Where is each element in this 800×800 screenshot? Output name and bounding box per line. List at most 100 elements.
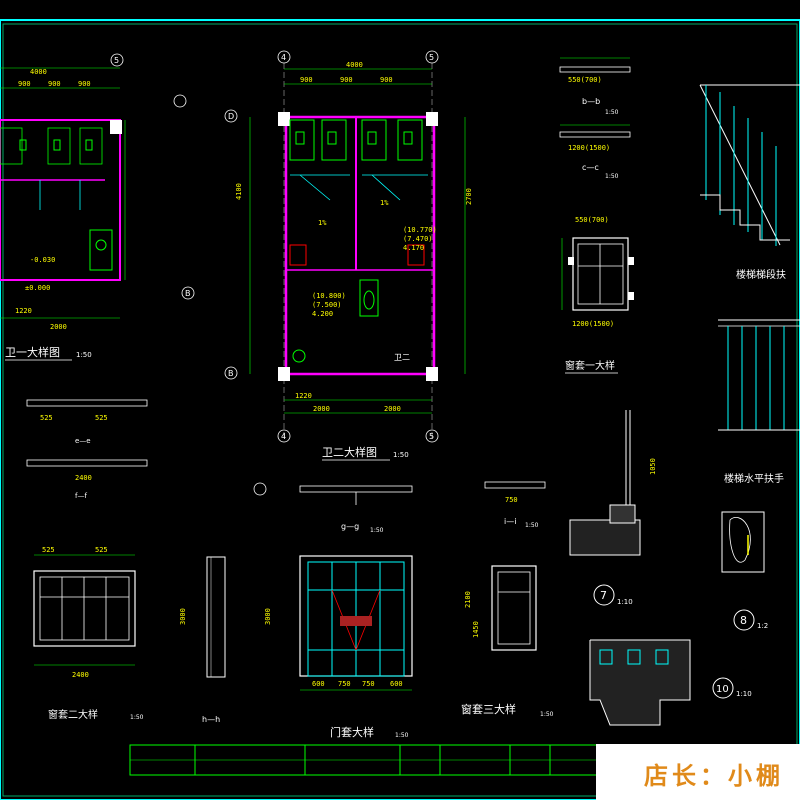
window-detail-2: 525 525 2400 窗套二大样 1:50 <box>33 546 144 721</box>
svg-text:900: 900 <box>18 80 31 88</box>
section-hh: 3000 h—h <box>179 556 226 724</box>
svg-text:(10.800): (10.800) <box>312 292 346 300</box>
svg-text:550(700): 550(700) <box>575 216 609 224</box>
detail-10: 10 1:10 <box>589 639 752 726</box>
section-ff: 2400 f—f <box>26 459 148 500</box>
svg-text:600: 600 <box>312 680 325 688</box>
svg-text:1:50: 1:50 <box>540 711 554 718</box>
svg-text:1:50: 1:50 <box>370 527 384 534</box>
svg-text:2400: 2400 <box>75 474 92 482</box>
svg-text:2400: 2400 <box>72 671 89 679</box>
svg-text:1:50: 1:50 <box>605 173 619 180</box>
svg-text:4.170: 4.170 <box>403 244 424 252</box>
window-detail-1: 550(700) 1200(1500) 窗套一大样 <box>561 216 634 374</box>
svg-text:i—i: i—i <box>504 517 516 526</box>
stair-rail-title: 楼梯梯段扶 <box>736 268 786 281</box>
svg-text:B: B <box>228 369 234 378</box>
svg-text:1200(1500): 1200(1500) <box>568 144 610 152</box>
wc1-title: 卫一大样图 <box>5 345 60 359</box>
svg-text:c—c: c—c <box>582 163 599 172</box>
section-bb: 550(700) b—b 1:50 <box>559 57 631 116</box>
detail-7: 1050 7 1:10 <box>569 410 657 606</box>
svg-text:5: 5 <box>114 56 119 65</box>
horizontal-handrail-detail: 楼梯水平扶手 <box>718 319 800 485</box>
svg-text:(7.470): (7.470) <box>403 235 433 243</box>
svg-text:900: 900 <box>48 80 61 88</box>
svg-text:525: 525 <box>42 546 55 554</box>
window2-title: 窗套二大样 <box>48 708 98 721</box>
svg-text:卫二: 卫二 <box>394 353 410 362</box>
wc2-plan: 4 5 4000 900 900 900 1% 1% (10.770) <box>224 50 473 461</box>
svg-text:1:50: 1:50 <box>130 714 144 721</box>
svg-text:f—f: f—f <box>75 492 87 500</box>
svg-text:750: 750 <box>505 496 518 504</box>
svg-text:1:50: 1:50 <box>605 109 619 116</box>
stair-rail-detail: 楼梯梯段扶 <box>699 84 800 281</box>
svg-text:1:10: 1:10 <box>617 598 633 606</box>
shopkeeper-text: 店长：小棚 <box>644 762 784 790</box>
svg-text:1%: 1% <box>318 219 327 227</box>
section-cc: 1200(1500) c—c 1:50 <box>559 124 631 180</box>
svg-text:7: 7 <box>600 589 607 602</box>
section-ee: 525 525 e—e <box>26 399 148 445</box>
svg-text:1450: 1450 <box>472 621 480 638</box>
svg-text:1%: 1% <box>380 199 389 207</box>
svg-text:5: 5 <box>429 53 434 62</box>
inner-frame <box>2 23 798 797</box>
svg-text:1200(1500): 1200(1500) <box>572 320 614 328</box>
svg-text:1:50: 1:50 <box>525 522 539 529</box>
svg-text:1:50: 1:50 <box>76 351 92 359</box>
svg-text:1:50: 1:50 <box>393 451 409 459</box>
svg-text:4000: 4000 <box>346 61 363 69</box>
wc2-title: 卫二大样图 <box>322 445 377 459</box>
svg-text:B: B <box>185 289 191 298</box>
svg-text:(7.500): (7.500) <box>312 301 342 309</box>
window1-title: 窗套一大样 <box>565 359 615 372</box>
svg-text:2000: 2000 <box>313 405 330 413</box>
svg-text:900: 900 <box>300 76 313 84</box>
section-gg: g—g 1:50 <box>253 482 413 534</box>
svg-text:(10.770): (10.770) <box>403 226 437 234</box>
window3-title: 窗套三大样 <box>461 702 516 716</box>
svg-text:2000: 2000 <box>384 405 401 413</box>
handrail-title: 楼梯水平扶手 <box>724 472 784 485</box>
svg-text:3000: 3000 <box>264 608 272 625</box>
svg-text:2100: 2100 <box>464 591 472 608</box>
svg-text:1:2: 1:2 <box>757 622 768 630</box>
svg-text:2000: 2000 <box>50 323 67 331</box>
section-ii: 750 i—i 1:50 <box>484 481 546 529</box>
door-title: 门套大样 <box>330 725 374 739</box>
svg-text:h—h: h—h <box>202 715 220 724</box>
detail-8: 8 1:2 <box>721 511 768 631</box>
drawing-frame <box>0 19 800 800</box>
svg-text:750: 750 <box>362 680 375 688</box>
title-block <box>129 744 800 776</box>
shopkeeper-watermark: 店长：小棚 <box>596 744 800 800</box>
svg-text:g—g: g—g <box>341 522 359 531</box>
svg-text:1050: 1050 <box>649 458 657 475</box>
svg-text:4.200: 4.200 <box>312 310 333 318</box>
svg-text:-0.030: -0.030 <box>30 256 55 264</box>
window-detail-3: 2100 1450 窗套三大样 1:50 <box>461 565 554 718</box>
svg-text:525: 525 <box>95 414 108 422</box>
door-detail: 600 750 750 600 3000 门套大样 1:50 <box>264 555 413 739</box>
svg-text:4100: 4100 <box>235 183 243 200</box>
svg-text:8: 8 <box>740 614 747 627</box>
svg-text:5: 5 <box>429 432 434 441</box>
svg-text:600: 600 <box>390 680 403 688</box>
svg-text:525: 525 <box>95 546 108 554</box>
svg-text:1:50: 1:50 <box>395 732 409 739</box>
svg-text:4000: 4000 <box>30 68 47 76</box>
svg-text:D: D <box>228 112 234 121</box>
svg-text:10: 10 <box>716 684 729 695</box>
wc1-plan: 4000 900 900 900 5 -0.030 ±0.000 1220 20… <box>0 53 195 361</box>
svg-text:3000: 3000 <box>179 608 187 625</box>
svg-text:b—b: b—b <box>582 97 600 106</box>
svg-text:900: 900 <box>78 80 91 88</box>
svg-text:4: 4 <box>281 432 286 441</box>
svg-text:900: 900 <box>380 76 393 84</box>
svg-text:1220: 1220 <box>295 392 312 400</box>
svg-text:1220: 1220 <box>15 307 32 315</box>
svg-text:900: 900 <box>340 76 353 84</box>
svg-text:±0.000: ±0.000 <box>25 284 50 292</box>
